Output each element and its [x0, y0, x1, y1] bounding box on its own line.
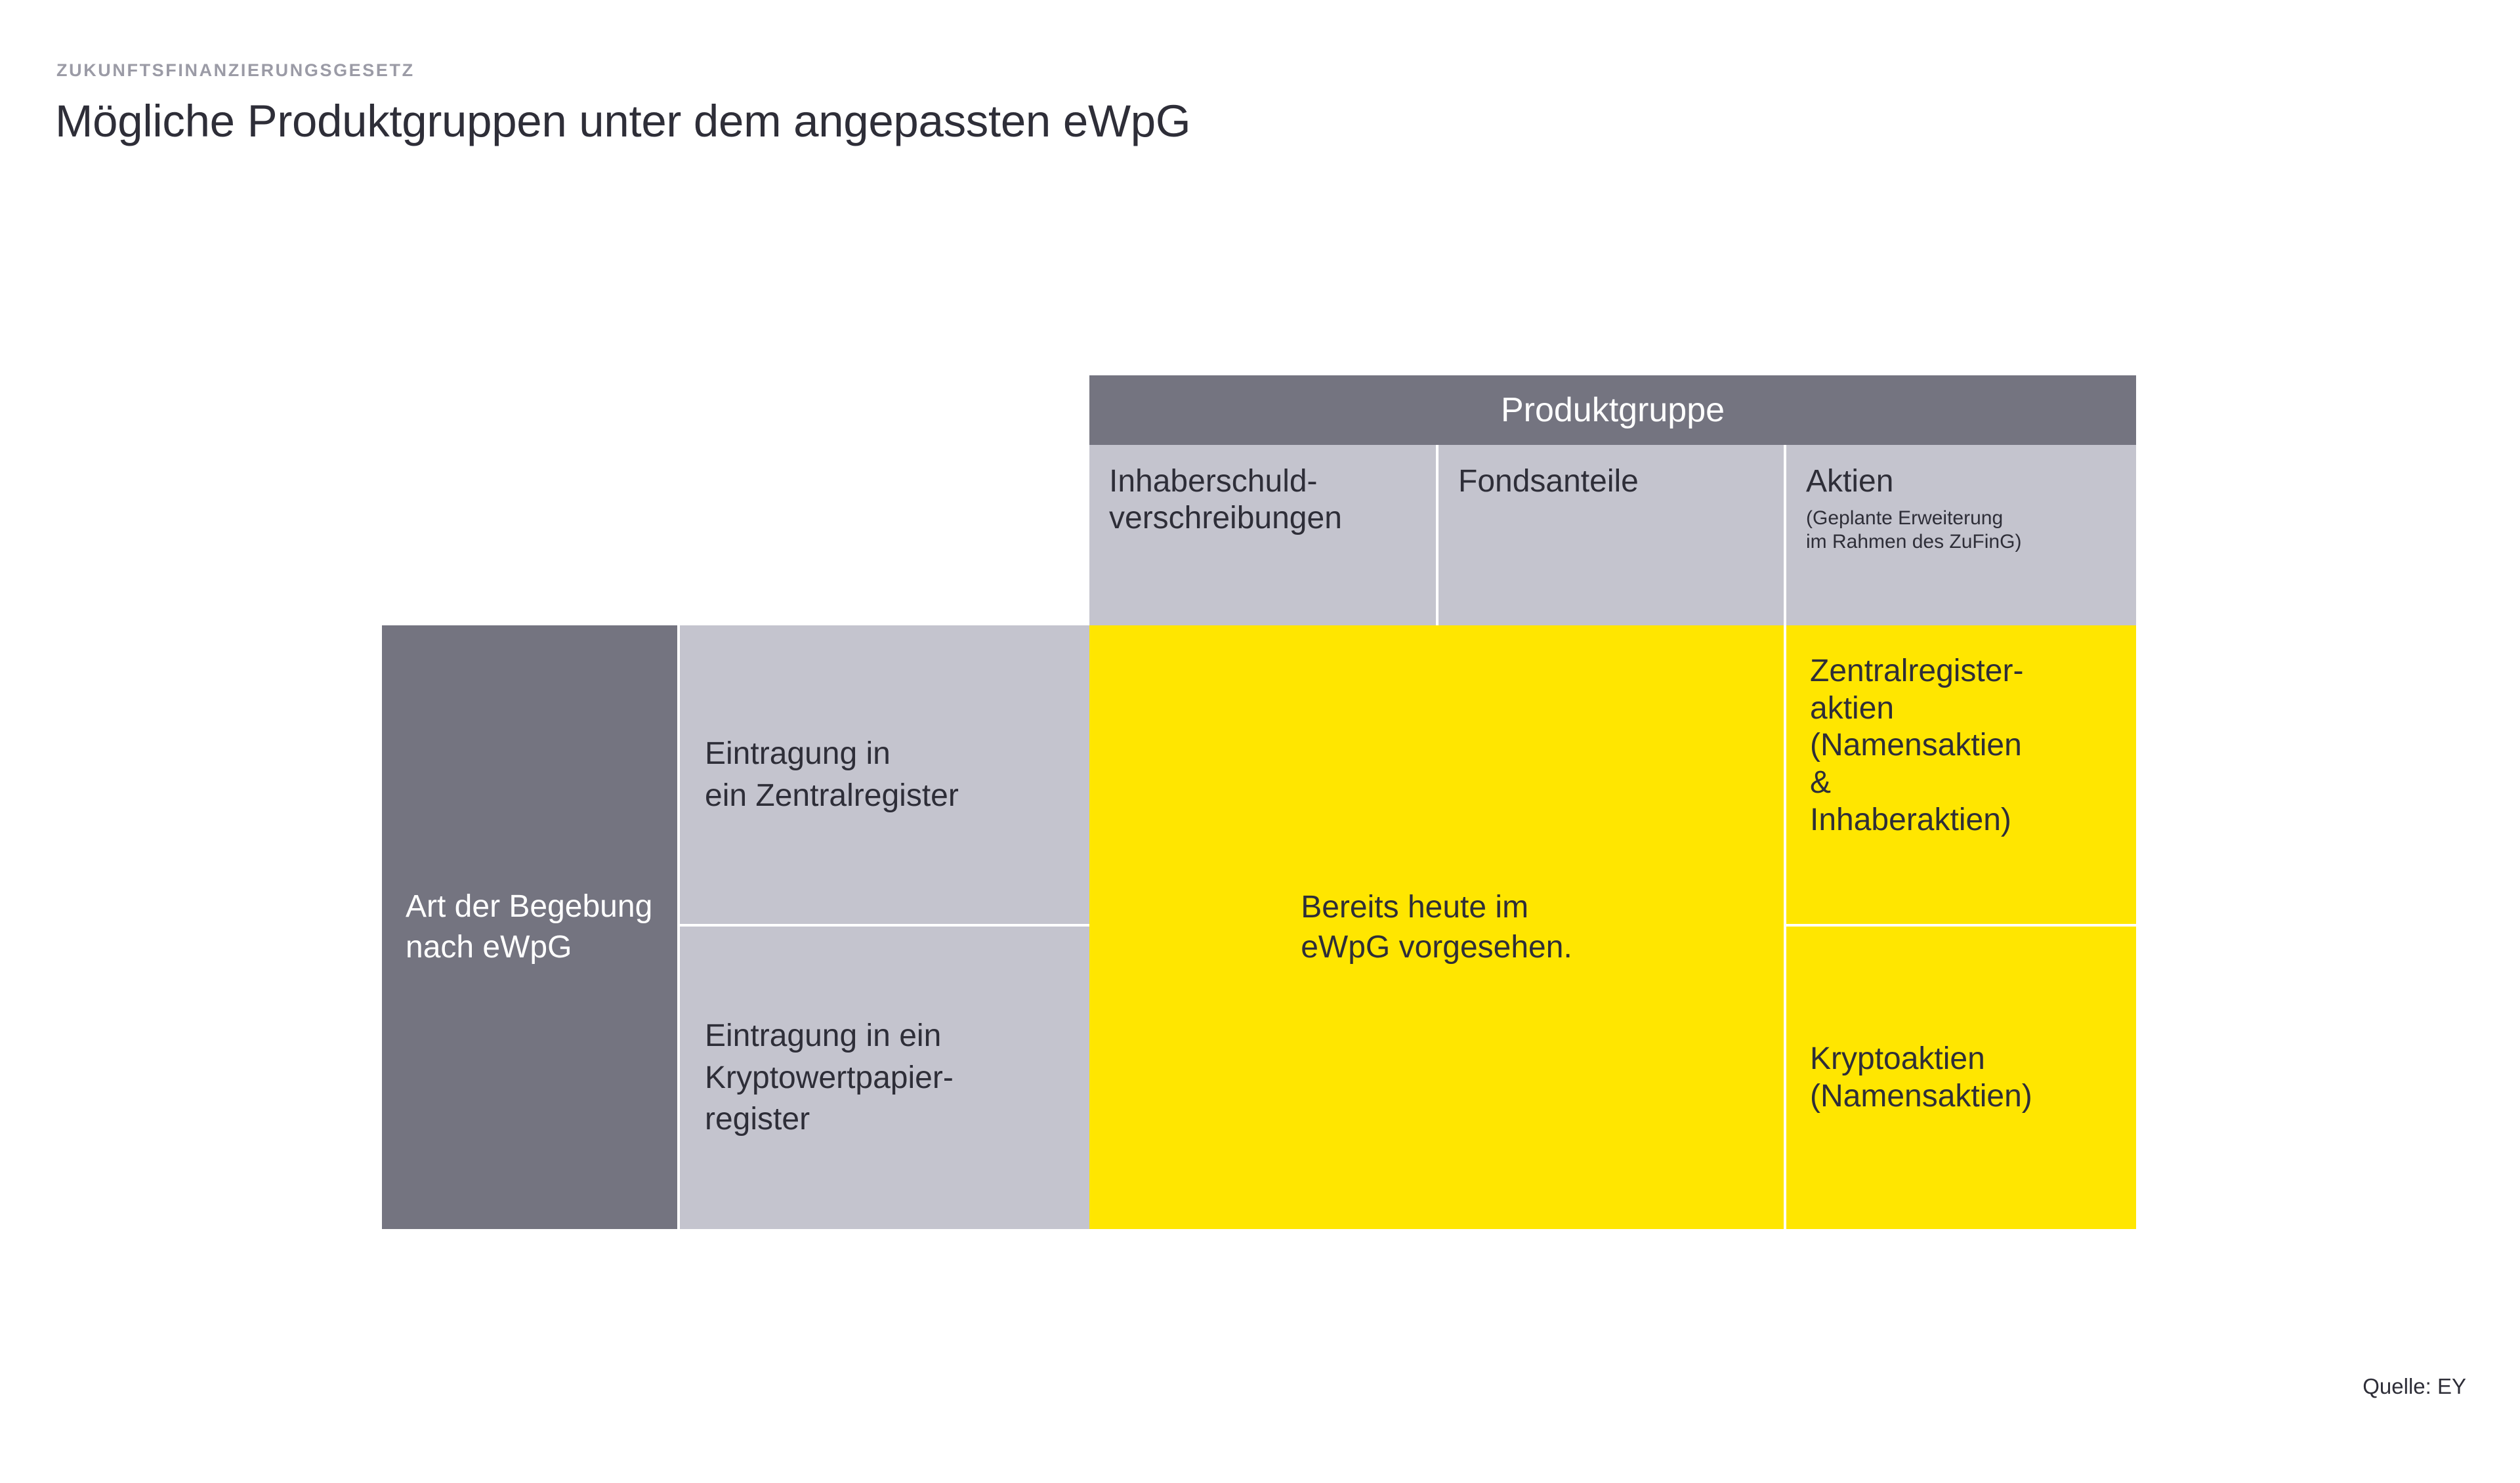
column-header-label: Inhaberschuld-verschreibungen	[1109, 464, 1342, 535]
cell-kryptoaktien: Kryptoaktien(Namensaktien)	[1786, 927, 2136, 1229]
column-header-label: Fondsanteile	[1458, 464, 1639, 499]
column-header-label: Aktien	[1806, 464, 1894, 499]
column-header-inhaberschuldverschreibungen: Inhaberschuld-verschreibungen	[1089, 445, 1436, 625]
eyebrow-label: ZUKUNFTSFINANZIERUNGSGESETZ	[56, 60, 415, 80]
source-attribution: Quelle: EY	[2362, 1374, 2466, 1398]
page-title: Mögliche Produktgruppen unter dem angepa…	[55, 96, 1191, 146]
row-axis-label: Art der Begebung nach eWpG	[382, 625, 677, 1229]
cell-zentralregisteraktien: Zentralregister-aktien(Namensaktien&Inha…	[1786, 625, 2136, 924]
column-header-fondsanteile: Fondsanteile	[1438, 445, 1784, 625]
column-group-header: Produktgruppe	[1089, 375, 2136, 445]
